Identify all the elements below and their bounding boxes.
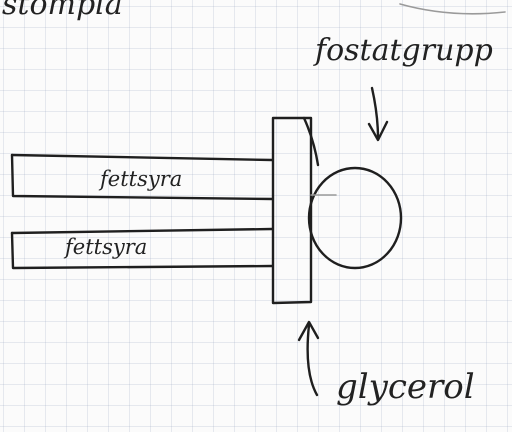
glycerol-label: glycerol (336, 367, 475, 407)
fatty-acid-bottom-upper-line (12, 229, 272, 233)
phosphate-group-label: fostatgrupp (313, 33, 493, 68)
fatty-acid-bottom-label: fettsyra (63, 235, 147, 259)
phosphate-circle (309, 168, 401, 268)
heading-fragment: stompla (2, 0, 123, 22)
fatty-acid-top-upper-line (12, 155, 272, 160)
glycerol-backbone (273, 118, 311, 303)
fatty-acid-top-label: fettsyra (98, 167, 182, 191)
faint-pencil-stroke (400, 4, 505, 14)
